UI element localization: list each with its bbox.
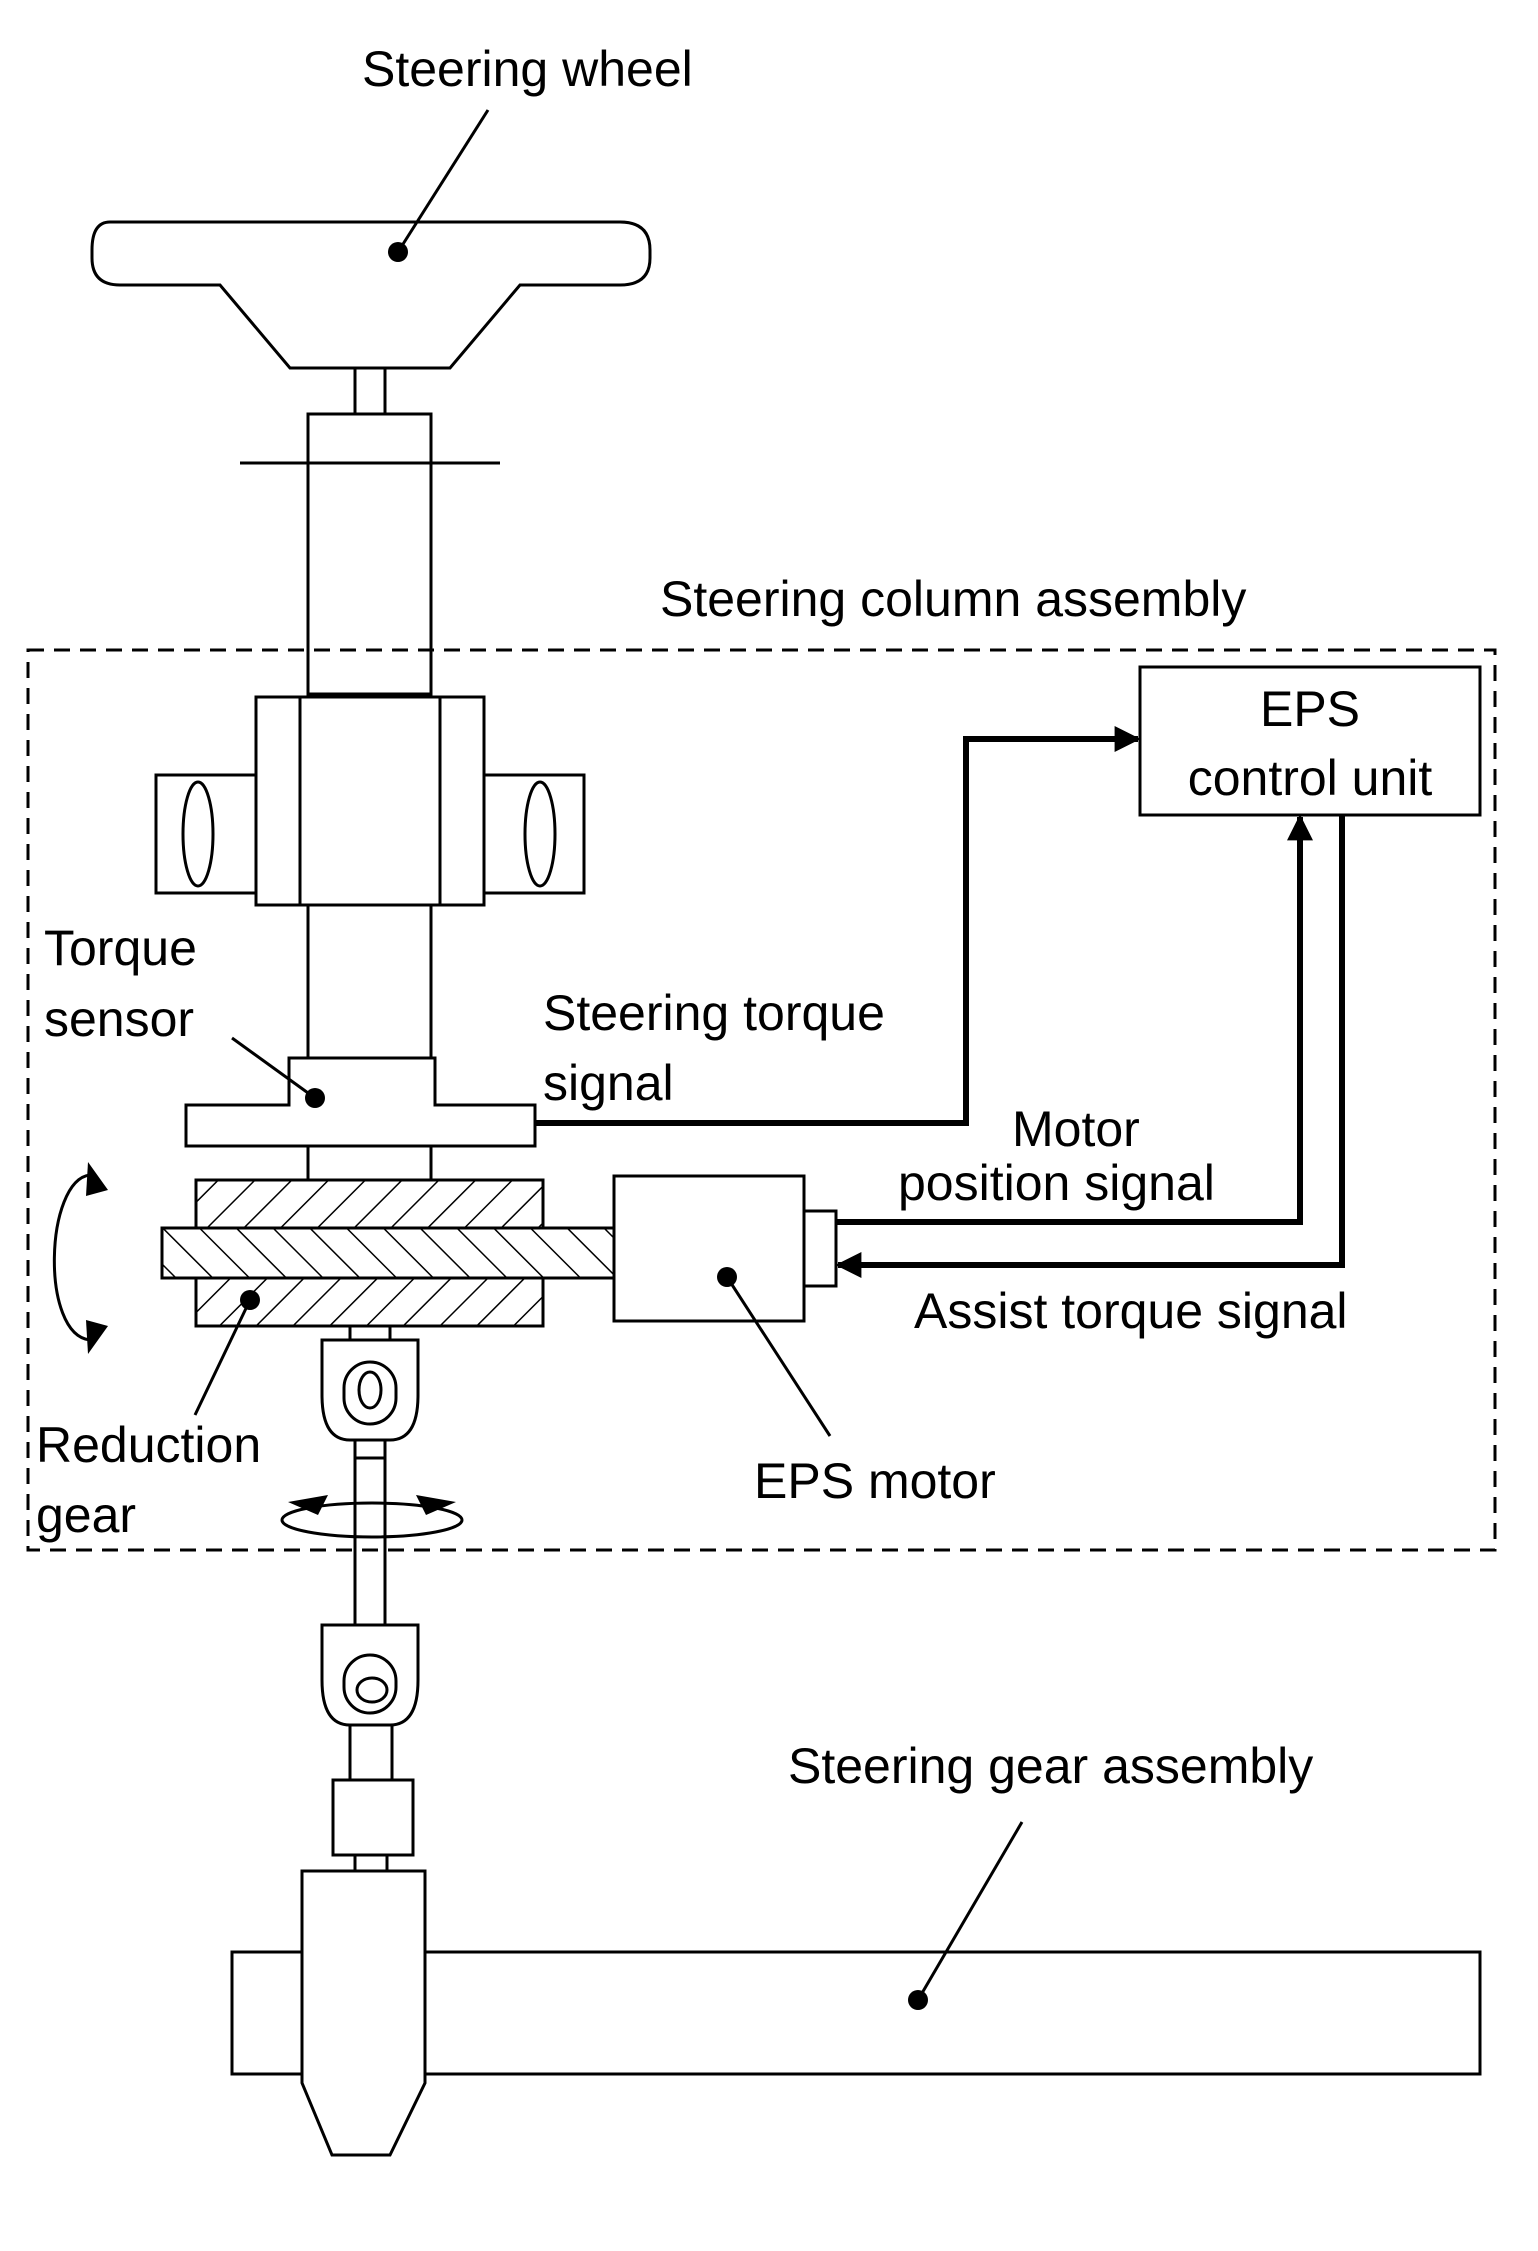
steering-column-assembly-label: Steering column assembly [660,571,1246,627]
steering-column-upper [240,412,500,696]
rotation-arrow-left-head-bottom [86,1320,108,1354]
lower-universal-joint [320,1623,420,1873]
steering-wheel [90,220,652,416]
assist-torque-signal-label: Assist torque signal [914,1283,1348,1339]
steering-wheel-label: Steering wheel [362,41,693,97]
rotation-arrow-shaft-head-left [288,1495,328,1515]
torque-sensor-label-line1: Torque [44,920,197,976]
steering-gear-leader [916,1821,1024,2001]
eps-control-unit-label-line2: control unit [1188,750,1433,806]
sensor-lower-shaft [306,1146,433,1180]
steering-gear-rack [230,1950,1482,2076]
steering-gear-assembly-label: Steering gear assembly [788,1738,1313,1794]
rotation-arrow-shaft [280,1501,464,1539]
torque-sensor-leader [231,1036,316,1100]
torque-sensor [184,1056,537,1148]
reduction-gear-leader [193,1299,252,1416]
eps-control-unit-label-line1: EPS [1260,681,1360,737]
eps-motor-leader [725,1276,832,1437]
steering-torque-signal-line [535,726,1141,1126]
steering-column-assembly-boundary [26,648,1497,1552]
reduction-gear-label-line2: gear [36,1487,136,1543]
assist-torque-signal-line [835,815,1345,1278]
column-bracket [154,695,586,907]
eps-motor-label: EPS motor [754,1453,996,1509]
reduction-gear [160,1178,616,1328]
torque-sensor-label-line2: sensor [44,991,194,1047]
motor-position-signal-label-line2: position signal [898,1155,1215,1211]
upper-universal-joint [320,1326,420,1460]
motor-position-signal-label-line1: Motor [1012,1101,1140,1157]
intermediate-shaft [353,1458,387,1625]
steering-torque-signal-label-line2: signal [543,1055,674,1111]
steering-wheel-leader [396,109,490,253]
eps-motor [612,1174,838,1323]
steering-column-shaft [306,905,433,1058]
rotation-arrow-shaft-head-right [416,1495,456,1515]
rotation-arrow-left [52,1173,91,1342]
reduction-gear-label-line1: Reduction [36,1417,261,1473]
motor-position-signal-line [836,814,1313,1225]
steering-gear-pinion-housing [300,1869,427,2157]
steering-torque-signal-label-line1: Steering torque [543,985,885,1041]
rotation-arrow-left-head-top [86,1162,108,1196]
